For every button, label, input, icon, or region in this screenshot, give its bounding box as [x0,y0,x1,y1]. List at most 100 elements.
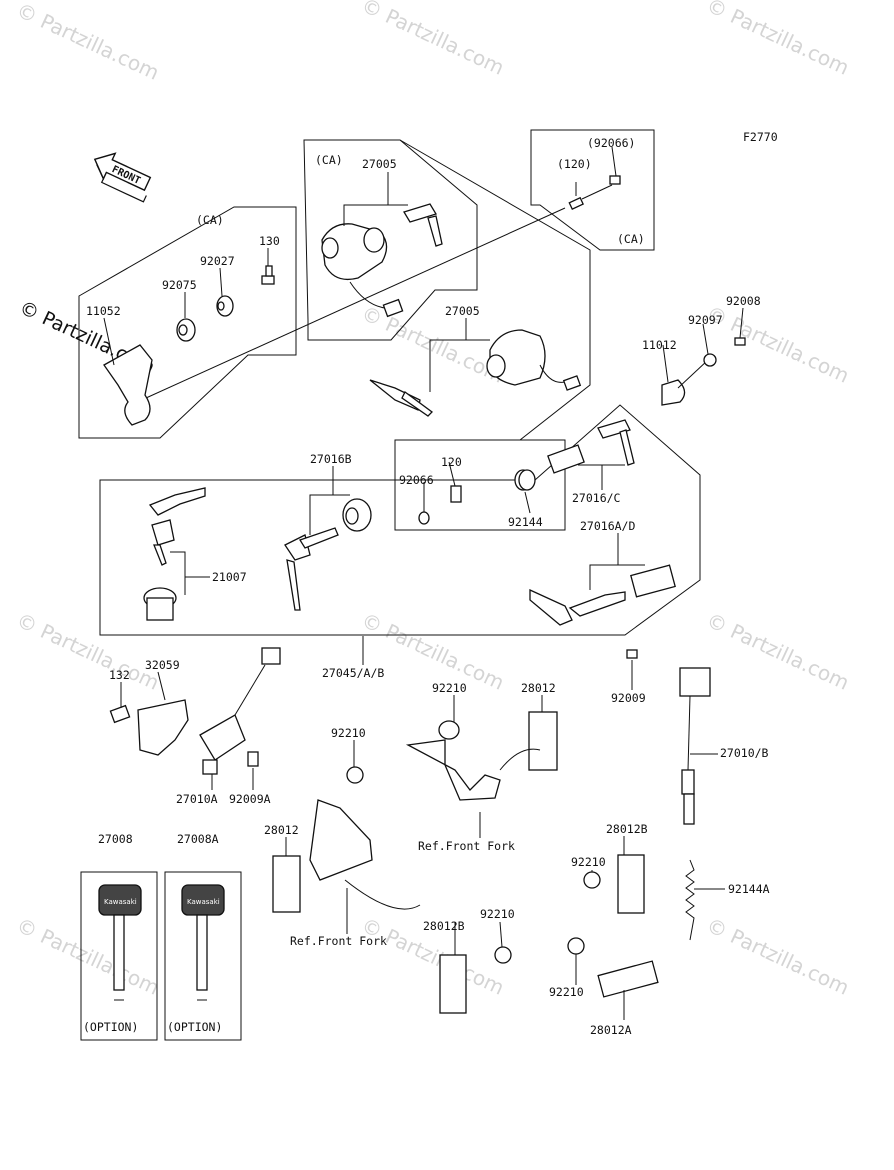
part-label: 27008 [98,832,133,846]
nut-92210-d [494,946,512,964]
group-tag-center: (CA) [315,153,343,167]
part-labels: (120) 27005 130 92027 92075 11052 27005 … [83,157,770,1037]
part-label: 28012A [590,1023,632,1037]
nut-92210-c [583,871,601,889]
part-label: 27045/A/B [322,666,384,680]
bracket-11052 [103,344,153,426]
part-label: 27010A [176,792,218,806]
part-label: 92144A [728,882,770,896]
part-label: 92210 [432,681,467,695]
part-label: 92210 [549,985,584,999]
pad-28012a [597,960,659,998]
group-box-27005 [395,139,591,441]
leader-diagonal [145,207,566,399]
part-label: 27016B [310,452,352,466]
watermark: © Partzilla.com [13,913,163,1000]
part-label: 27016/C [572,491,621,505]
bolt-120-top [568,175,621,211]
part-label: 120 [441,455,462,469]
group-boxes [78,129,701,1041]
watermark: © Partzilla.com [358,301,508,388]
collar-92027 [216,295,234,317]
part-label: 28012 [521,681,556,695]
group-box-left-ca [78,206,297,439]
switch-27010b [679,667,711,825]
group-box-120 [394,439,566,531]
switch-27010a [199,647,281,775]
key-brand-right: Kawasaki [187,898,220,906]
option-label: (OPTION) [83,1020,138,1034]
part-label: 27010/B [720,746,769,760]
lock-21007 [143,487,206,621]
option-box-right [164,871,242,1041]
part-label: 92097 [688,313,723,327]
part-label: 28012 [264,823,299,837]
part-shapes: Kawasaki Kawasaki [98,175,746,1014]
lock-27016c [547,419,635,474]
group-tag-right-bottom: (CA) [617,232,645,246]
lock-27016b [284,498,372,611]
ref-label: Ref.Front Fork [418,839,515,853]
part-label: 130 [259,234,280,248]
nut-92210-e [567,937,585,955]
part-label: 27016A/D [580,519,635,533]
figure-id: F2770 [743,130,778,144]
bolt-130 [261,265,275,285]
bracket-11012 [661,337,746,406]
front-arrow-icon: FRONT [93,152,152,203]
ignition-switch-ca [321,203,443,318]
watermark: © Partzilla.com [703,913,853,1000]
key-27008a: Kawasaki [181,884,225,1001]
ignition-switch-27005 [369,329,582,417]
part-label: 92009 [611,691,646,705]
part-label: 92210 [480,907,515,921]
key-27008: Kawasaki [98,884,142,1001]
part-label: 92066 [399,473,434,487]
part-label: 92027 [200,254,235,268]
bracket-32059 [109,699,189,756]
key-brand-left: Kawasaki [104,898,137,906]
watermark: © Partzilla.com [703,301,853,388]
grommet-92075 [176,318,196,342]
bolt-92009 [626,649,638,659]
pad-28012b-right [617,854,645,914]
part-label: 32059 [145,658,180,672]
part-label: 28012B [606,822,648,836]
spring-92144a [685,859,695,941]
fork-bracket-lower [272,766,421,913]
part-label: 92075 [162,278,197,292]
group-box-right-ca [530,129,655,251]
watermark: © Partzilla.com [703,0,853,80]
watermark: © Partzilla.com [358,0,508,80]
part-label: 11012 [642,338,677,352]
fork-bracket-upper [405,711,558,801]
part-label: 21007 [212,570,247,584]
group-tag-right-top: (92066) [587,136,635,150]
part-label: 92009A [229,792,271,806]
part-label: 27005 [445,304,480,318]
part-label: 92144 [508,515,543,529]
leader-lines [103,146,744,1020]
lock-27016ad [529,564,676,626]
watermark: © Partzilla.com [13,608,163,695]
part-label: 92008 [726,294,761,308]
option-label: (OPTION) [167,1020,222,1034]
option-box-left [80,871,158,1041]
part-label: 28012B [423,919,465,933]
part-label: 132 [109,668,130,682]
part-label: 11052 [86,304,121,318]
ref-label: Ref.Front Fork [290,934,387,948]
part-label: (120) [557,157,592,171]
watermark: © Partzilla.com [13,0,163,85]
watermark: © Partzilla.com [703,608,853,695]
group-box-center-ca [303,139,478,341]
part-label: 27005 [362,157,397,171]
parts-120-group [418,469,536,525]
pad-28012b-left [439,954,467,1014]
part-label: 92210 [571,855,606,869]
part-label: 92210 [331,726,366,740]
part-label: 27008A [177,832,219,846]
group-tag-left: (CA) [196,213,224,227]
group-box-27045 [99,404,701,636]
